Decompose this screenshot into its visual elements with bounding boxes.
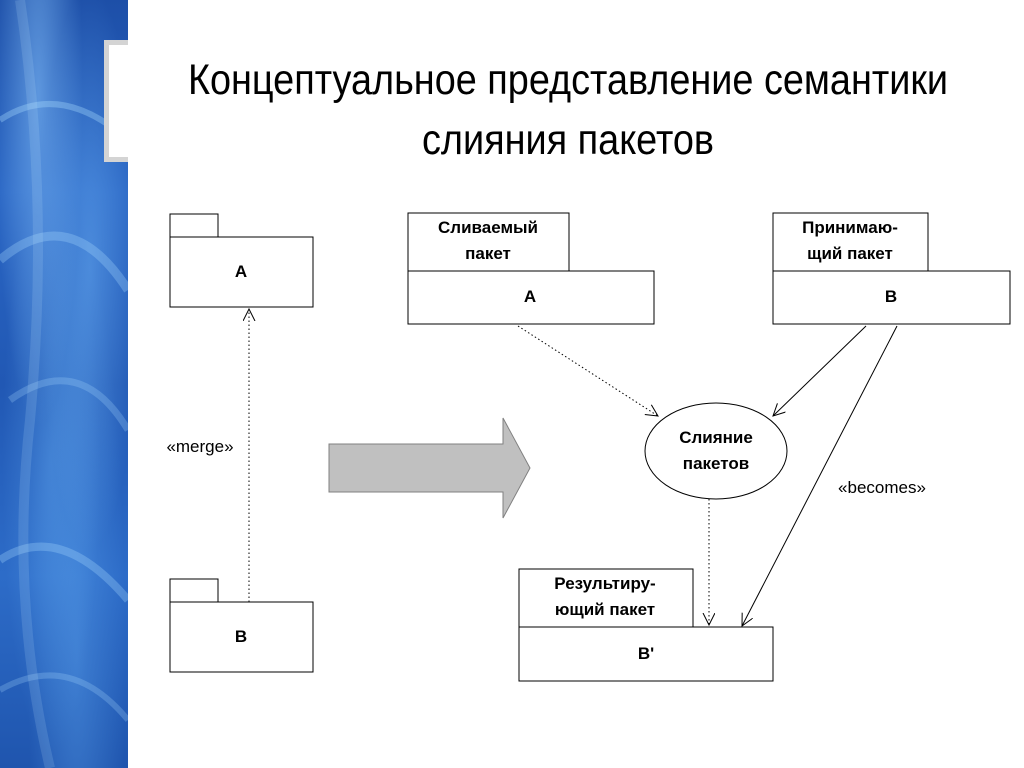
receiving-package-tab-line1: Принимаю-	[802, 218, 898, 237]
receiving-package: Принимаю- щий пакет B	[772, 212, 1011, 325]
resulting-package-body	[518, 626, 774, 682]
merge-process: Слияние пакетов	[644, 402, 788, 500]
merged-package-tab-line1: Сливаемый	[438, 218, 538, 237]
merge-process-ellipse	[644, 402, 788, 500]
receiving-package-tab-line2: щий пакет	[807, 244, 893, 263]
package-a-tab	[169, 213, 219, 238]
merge-stereotype-label: «merge»	[166, 437, 233, 456]
merge-process-line1: Слияние	[679, 428, 753, 447]
merge-process-line2: пакетов	[683, 454, 749, 473]
title-accent-inner	[109, 45, 131, 157]
resulting-package-tab-line1: Результиру-	[554, 574, 655, 593]
slide-title: Концептуальное представление семантики с…	[181, 50, 955, 170]
package-b-tab	[169, 578, 219, 603]
becomes-arrow	[742, 325, 898, 626]
merged-to-process-arrow	[517, 325, 658, 416]
package-b: B	[169, 578, 314, 673]
resulting-package-name: B'	[638, 644, 654, 663]
package-a-body	[169, 236, 314, 308]
package-b-label: B	[235, 627, 247, 646]
package-a: A	[169, 213, 314, 308]
merged-package-name: A	[524, 287, 536, 306]
becomes-stereotype-label: «becomes»	[838, 478, 926, 497]
transformation-arrow	[328, 417, 531, 519]
receiving-package-body	[772, 270, 1011, 325]
merged-package-tab-line2: пакет	[465, 244, 511, 263]
slide-title-line1: Концептуальное представление семантики	[187, 56, 949, 104]
merged-package-body	[407, 270, 655, 325]
resulting-package: Результиру- ющий пакет B'	[518, 568, 774, 682]
package-a-label: A	[235, 262, 247, 281]
receiving-package-tab	[772, 212, 929, 272]
merged-package-tab	[407, 212, 570, 272]
resulting-package-tab-line2: ющий пакет	[555, 600, 655, 619]
receiving-package-name: B	[885, 287, 897, 306]
package-b-body	[169, 601, 314, 673]
slide-title-line2: слияния пакетов	[421, 116, 715, 164]
merged-package: Сливаемый пакет A	[407, 212, 655, 325]
receiving-to-process-arrow	[773, 325, 867, 416]
